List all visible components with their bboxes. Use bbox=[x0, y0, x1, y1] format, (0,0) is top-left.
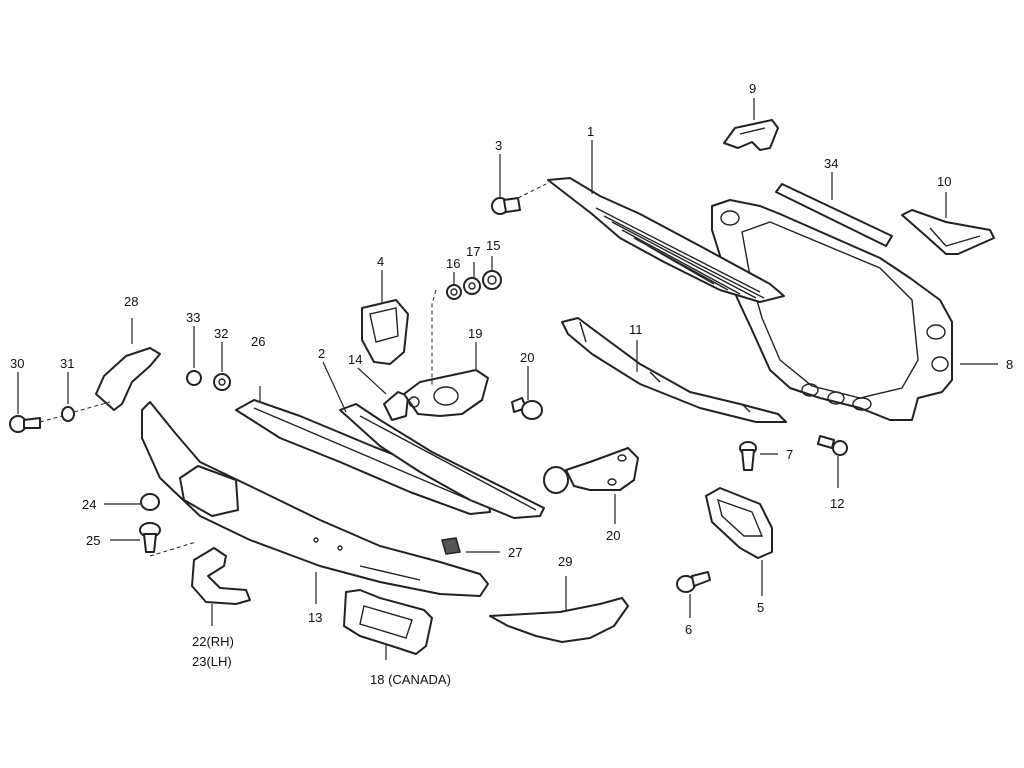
callout-7: 7 bbox=[786, 447, 793, 462]
part-25-bolt bbox=[139, 522, 161, 553]
callout-15: 15 bbox=[486, 238, 500, 253]
part-11-lower-grille bbox=[561, 317, 787, 423]
callout-33: 33 bbox=[186, 310, 200, 325]
part-1-grille bbox=[547, 177, 785, 303]
callout-17: 17 bbox=[466, 244, 480, 259]
part-20-bracket-lower bbox=[543, 447, 639, 494]
part-15-nut bbox=[482, 270, 502, 290]
part-13-bumper bbox=[141, 401, 489, 597]
callout-20-upper: 20 bbox=[520, 350, 534, 365]
part-16-nut bbox=[446, 284, 462, 300]
callout-11: 11 bbox=[629, 322, 643, 337]
part-34-rod bbox=[775, 183, 893, 247]
part-5-housing bbox=[705, 487, 773, 559]
callout-22: 22(RH) bbox=[192, 634, 234, 649]
callout-13: 13 bbox=[308, 610, 322, 625]
callout-4: 4 bbox=[377, 254, 384, 269]
part-30-bolt bbox=[9, 415, 41, 433]
part-6-bolt bbox=[676, 571, 711, 593]
callout-16: 16 bbox=[446, 256, 460, 271]
part-33-nut bbox=[186, 370, 202, 386]
callout-27: 27 bbox=[508, 545, 522, 560]
callout-23: 23(LH) bbox=[192, 654, 232, 669]
part-9-bracket bbox=[723, 119, 779, 151]
callout-20-lower: 20 bbox=[606, 528, 620, 543]
callout-9: 9 bbox=[749, 81, 756, 96]
part-18-license-bracket bbox=[343, 589, 433, 655]
callout-10: 10 bbox=[937, 174, 951, 189]
callout-28: 28 bbox=[124, 294, 138, 309]
part-31-washer bbox=[61, 406, 75, 422]
callout-30: 30 bbox=[10, 356, 24, 371]
part-19-bracket bbox=[403, 369, 489, 417]
callout-32: 32 bbox=[214, 326, 228, 341]
part-27-clip bbox=[441, 537, 461, 555]
part-12-bolt bbox=[817, 435, 848, 456]
callout-14: 14 bbox=[348, 352, 362, 367]
part-20-bolt-upper bbox=[511, 397, 543, 420]
part-17-nut bbox=[463, 277, 481, 295]
part-3-screw bbox=[491, 197, 521, 215]
leader-lines bbox=[17, 98, 998, 660]
callout-26: 26 bbox=[251, 334, 265, 349]
callout-29: 29 bbox=[558, 554, 572, 569]
part-2-reinforcement bbox=[339, 403, 545, 519]
part-10-bracket bbox=[901, 209, 995, 255]
part-4-housing bbox=[361, 299, 409, 365]
callout-3: 3 bbox=[495, 138, 502, 153]
part-8-radiator-core-support bbox=[711, 199, 953, 421]
part-32-nut bbox=[213, 373, 231, 391]
callout-2: 2 bbox=[318, 346, 325, 361]
callout-1: 1 bbox=[587, 124, 594, 139]
callout-34: 34 bbox=[824, 156, 838, 171]
part-14-plate bbox=[383, 391, 409, 421]
callout-31: 31 bbox=[60, 356, 74, 371]
callout-19: 19 bbox=[468, 326, 482, 341]
part-29-trim bbox=[489, 597, 629, 643]
part-28-corner bbox=[95, 347, 161, 411]
part-7-bolt bbox=[739, 441, 757, 471]
callouts: 1 2 3 4 5 6 7 8 9 10 11 12 13 14 15 16 1… bbox=[10, 81, 1013, 687]
part-22-23-bracket bbox=[191, 547, 251, 605]
part-24-cap bbox=[140, 493, 160, 511]
callout-5: 5 bbox=[757, 600, 764, 615]
callout-12: 12 bbox=[830, 496, 844, 511]
callout-8: 8 bbox=[1006, 357, 1013, 372]
callout-24: 24 bbox=[82, 497, 96, 512]
callout-18: 18 (CANADA) bbox=[370, 672, 451, 687]
callout-6: 6 bbox=[685, 622, 692, 637]
callout-25: 25 bbox=[86, 533, 100, 548]
